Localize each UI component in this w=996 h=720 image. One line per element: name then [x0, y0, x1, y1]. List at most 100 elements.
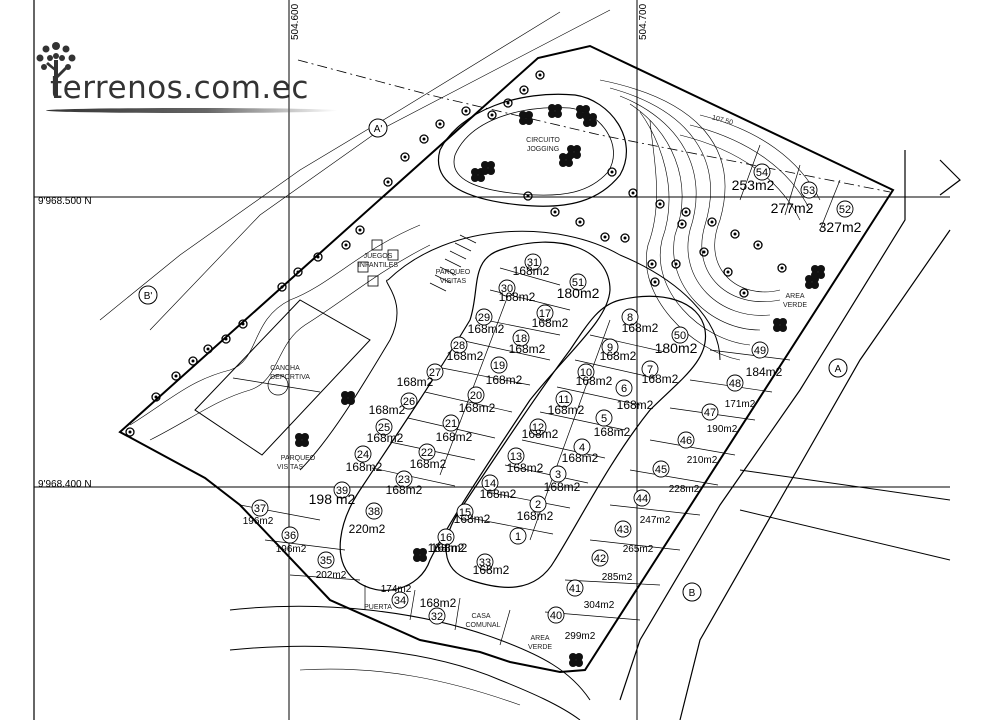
lot-number: 36 — [284, 530, 296, 542]
shrub-icon — [341, 397, 349, 405]
lot-number-circle — [566, 579, 584, 597]
lot-area: 174m2 — [381, 584, 412, 595]
lot-number-circle — [509, 527, 527, 545]
lot-area: 265m2 — [623, 544, 654, 555]
lot-area: 198 m2 — [309, 491, 356, 507]
lot-number: 49 — [754, 345, 766, 357]
tree-icon — [723, 267, 733, 277]
section-marker-label: A' — [374, 124, 383, 135]
lot-number: 48 — [729, 378, 741, 390]
tree-trunk-icon — [296, 270, 300, 274]
shrub-icon — [487, 161, 495, 169]
shrub-icon — [805, 275, 813, 283]
tree-trunk-icon — [438, 122, 442, 126]
lot-number-circle — [595, 409, 613, 427]
lot-number: 24 — [357, 449, 369, 461]
visitor-parking-left-label-1: PARQUEO — [281, 455, 316, 462]
tree-trunk-icon — [653, 280, 657, 284]
shrub-icon — [569, 653, 577, 661]
lot-area: 304m2 — [584, 600, 615, 611]
shrub-icon — [573, 145, 581, 153]
tree-icon — [519, 85, 529, 95]
tree-icon — [753, 240, 763, 250]
tree-trunk-icon — [756, 243, 760, 247]
lot-area: 168m2 — [617, 398, 654, 412]
lot-number-circle — [467, 386, 485, 404]
tree-icon — [730, 229, 740, 239]
lot-number-circle — [426, 363, 444, 381]
lot-number: 21 — [445, 418, 457, 430]
lot-area: 247m2 — [640, 515, 671, 526]
shrub-icon — [779, 324, 787, 332]
shrub-icon — [419, 554, 427, 562]
lot-number: 31 — [527, 257, 539, 269]
tree-trunk-icon — [526, 194, 530, 198]
lot-area: 168m2 — [517, 509, 554, 523]
community-house-label-1: CASA — [471, 613, 490, 620]
lot-area: 202m2 — [316, 570, 347, 581]
lot-number: 38 — [368, 506, 380, 518]
lot-number-circle — [615, 379, 633, 397]
lot-area: 168m2 — [436, 430, 473, 444]
lot-area: 168m2 — [544, 480, 581, 494]
shrub-icon — [589, 119, 597, 127]
lot-number-circle — [333, 481, 351, 499]
lot-number: 44 — [636, 493, 648, 505]
shrub-icon — [567, 145, 575, 153]
lot-number-circle — [529, 418, 547, 436]
tree-trunk-icon — [522, 88, 526, 92]
shrub-icon — [347, 391, 355, 399]
lot-number-circle — [726, 374, 744, 392]
tree-icon — [600, 232, 610, 242]
tree-icon — [151, 392, 161, 402]
lot-number-circle — [549, 465, 567, 483]
shrub-icon — [779, 318, 787, 326]
tree-icon — [739, 288, 749, 298]
lot-area: 168m2 — [507, 461, 544, 475]
lot-number-circle — [633, 489, 651, 507]
lot-number: 42 — [594, 553, 606, 565]
tree-trunk-icon — [684, 210, 688, 214]
lot-area: 168m2 — [367, 431, 404, 445]
lot-number-circle — [375, 418, 393, 436]
lot-number: 10 — [580, 367, 592, 379]
tree-icon — [523, 191, 533, 201]
lot-area: 168m2 — [600, 349, 637, 363]
lot-number-circle — [456, 503, 474, 521]
tree-icon — [313, 252, 323, 262]
lot-area: 168m2 — [369, 403, 406, 417]
shrub-icon — [525, 111, 533, 119]
lot-number: 52 — [839, 204, 851, 216]
shrub-icon — [817, 265, 825, 273]
tree-icon — [628, 188, 638, 198]
tree-trunk-icon — [506, 101, 510, 105]
trees-layer — [125, 70, 825, 667]
lot-44: 44 247m2 — [633, 489, 671, 526]
tree-icon — [400, 152, 410, 162]
section-marker-b-prime: B' — [138, 285, 158, 305]
lot-number-circle — [591, 549, 609, 567]
lot-number-circle — [751, 341, 769, 359]
tree-icon — [620, 233, 630, 243]
lot-number: 20 — [470, 390, 482, 402]
lot-number: 7 — [647, 364, 653, 376]
tree-icon — [293, 267, 303, 277]
lot-area: 168m2 — [513, 264, 550, 278]
tree-logo-icon — [36, 42, 76, 98]
